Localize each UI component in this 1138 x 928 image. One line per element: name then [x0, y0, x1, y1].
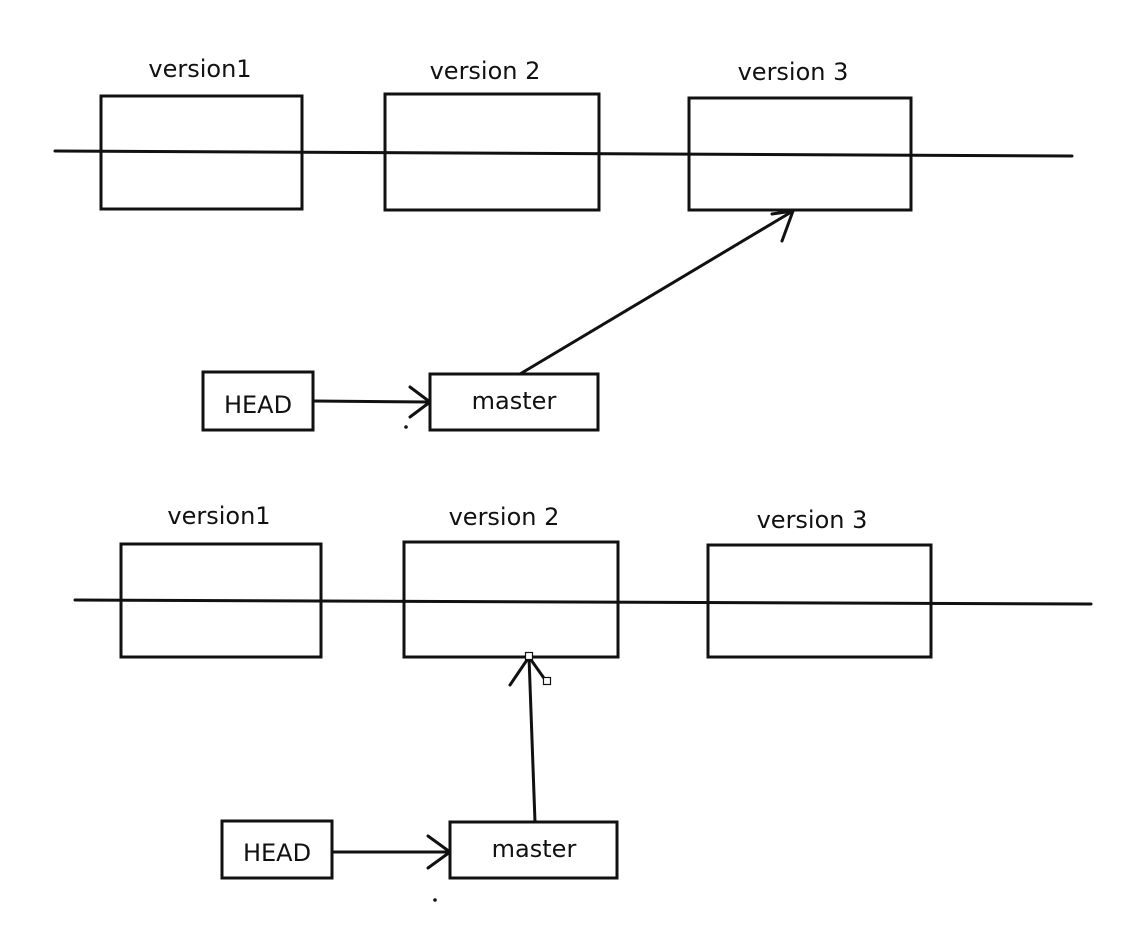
version-3-box [706, 543, 933, 659]
version-2-box [383, 92, 601, 212]
head-to-master-arrow [330, 834, 452, 870]
version-3-label: version 3 [757, 506, 868, 534]
version-2-label: version 2 [449, 503, 560, 531]
master-label: master [472, 387, 557, 415]
stray-dot [433, 898, 437, 902]
timeline-line [53, 149, 1074, 158]
version-1-box [119, 542, 323, 659]
selection-handle [542, 676, 552, 686]
version-1-box [99, 94, 304, 211]
selection-handle [524, 651, 534, 661]
timeline-line [73, 598, 1093, 606]
diagram-top: version1 version 2 version 3 HEAD master [53, 55, 1074, 432]
version-2-label: version 2 [430, 57, 541, 85]
head-box [220, 819, 334, 880]
master-label: master [492, 835, 577, 863]
version-2-box [402, 540, 620, 659]
version-1-label: version1 [167, 502, 270, 530]
version-1-label: version1 [148, 55, 251, 83]
version-3-box [687, 96, 913, 212]
head-label: HEAD [224, 391, 292, 419]
master-to-version-3-arrow [518, 209, 795, 376]
diagram-bottom: version1 version 2 version 3 HEAD master [73, 502, 1093, 902]
master-to-version-2-arrow [508, 655, 548, 824]
stray-dot [404, 425, 408, 429]
head-label: HEAD [243, 839, 311, 867]
version-3-label: version 3 [738, 58, 849, 86]
head-to-master-arrow [311, 385, 432, 419]
